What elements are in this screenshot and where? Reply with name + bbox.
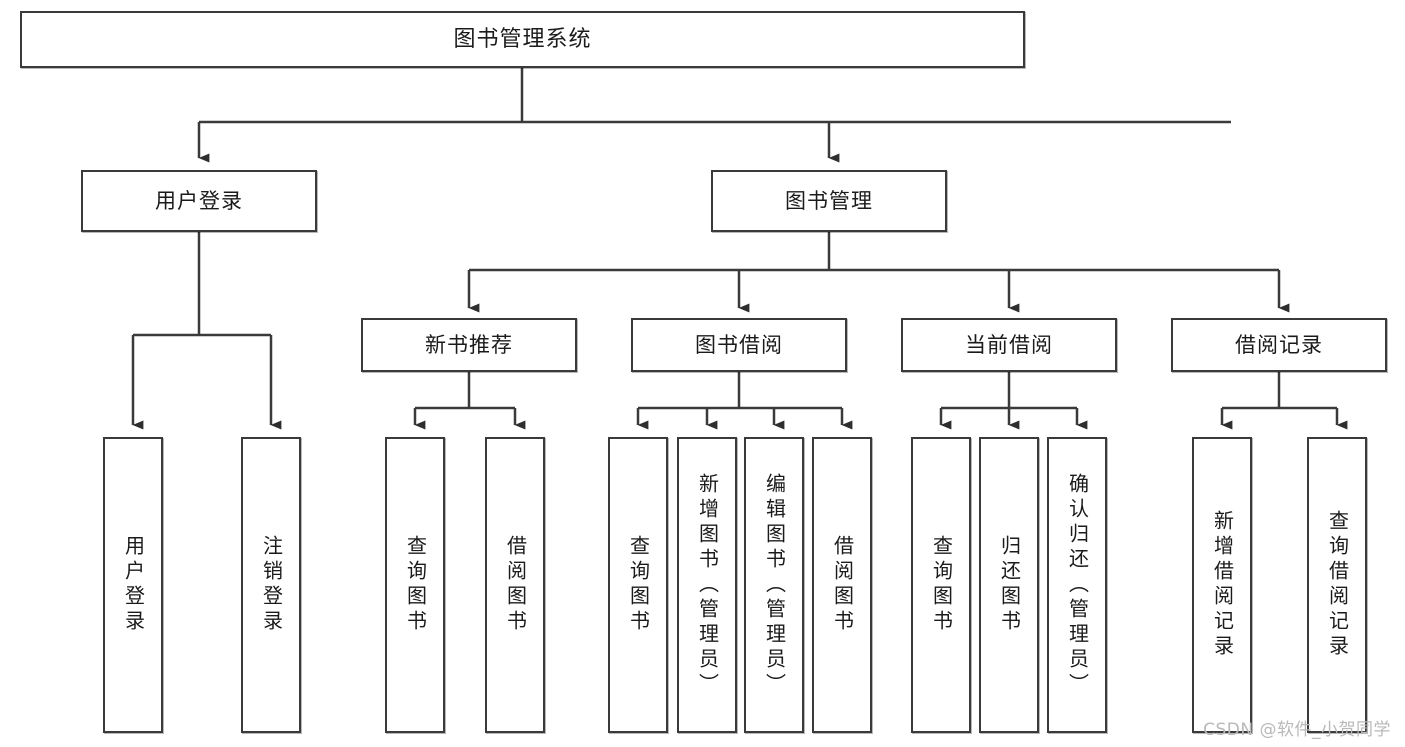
node-label: 注销登录 — [259, 535, 284, 635]
node-label: 查询图书 — [929, 535, 954, 635]
node-label: 新书推荐 — [425, 332, 513, 357]
node-book-management[interactable]: 图书管理 — [711, 170, 947, 232]
node-label: 图书管理系统 — [453, 26, 592, 52]
node-label: 查询图书 — [403, 535, 428, 635]
leaf-user-login-login[interactable]: 用户登录 — [103, 437, 163, 733]
node-label: 确认归还（管理员） — [1065, 472, 1090, 698]
node-label: 用户登录 — [155, 188, 243, 213]
leaf-current-return-book[interactable]: 归还图书 — [979, 437, 1039, 733]
leaf-recommend-query-book[interactable]: 查询图书 — [385, 437, 445, 733]
node-label: 借阅记录 — [1235, 332, 1323, 357]
node-label: 新增借阅记录 — [1210, 510, 1235, 660]
csdn-watermark: CSDN @软件_小贺同学 — [1203, 720, 1391, 740]
leaf-borrow-borrow-book[interactable]: 借阅图书 — [812, 437, 872, 733]
leaf-user-login-logout[interactable]: 注销登录 — [241, 437, 301, 733]
leaf-record-add-record[interactable]: 新增借阅记录 — [1192, 437, 1252, 733]
leaf-borrow-edit-book-admin[interactable]: 编辑图书（管理员） — [744, 437, 804, 733]
leaf-recommend-borrow-book[interactable]: 借阅图书 — [485, 437, 545, 733]
node-user-login[interactable]: 用户登录 — [81, 170, 317, 232]
leaf-current-confirm-return-admin[interactable]: 确认归还（管理员） — [1047, 437, 1107, 733]
node-label: 图书借阅 — [695, 332, 783, 357]
node-label: 用户登录 — [121, 535, 146, 635]
leaf-borrow-query-book[interactable]: 查询图书 — [608, 437, 668, 733]
node-root-system[interactable]: 图书管理系统 — [20, 11, 1025, 68]
node-new-book-recommend[interactable]: 新书推荐 — [361, 318, 577, 372]
leaf-record-query-record[interactable]: 查询借阅记录 — [1307, 437, 1367, 733]
node-label: 新增图书（管理员） — [695, 472, 720, 698]
leaf-current-query-book[interactable]: 查询图书 — [911, 437, 971, 733]
node-label: 归还图书 — [997, 535, 1022, 635]
node-current-borrow[interactable]: 当前借阅 — [901, 318, 1117, 372]
node-label: 图书管理 — [785, 188, 873, 213]
node-label: 编辑图书（管理员） — [762, 472, 787, 698]
node-label: 查询图书 — [626, 535, 651, 635]
node-book-borrow[interactable]: 图书借阅 — [631, 318, 847, 372]
node-label: 借阅图书 — [830, 535, 855, 635]
leaf-borrow-add-book-admin[interactable]: 新增图书（管理员） — [677, 437, 737, 733]
node-label: 查询借阅记录 — [1325, 510, 1350, 660]
node-label: 当前借阅 — [965, 332, 1053, 357]
node-borrow-record[interactable]: 借阅记录 — [1171, 318, 1387, 372]
node-label: 借阅图书 — [503, 535, 528, 635]
